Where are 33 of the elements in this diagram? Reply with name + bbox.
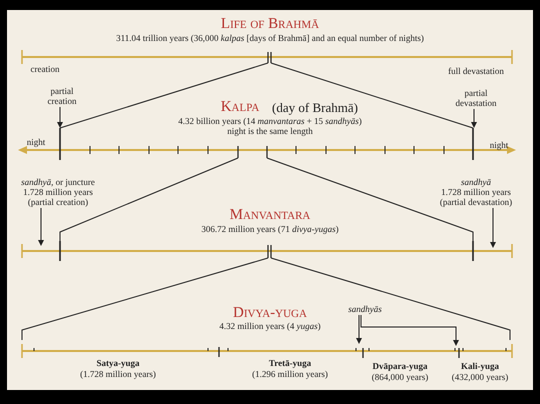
yuga-name: Satya-yuga (96, 358, 140, 368)
duration-text: 306.72 million years (71 divya-yugas) (201, 224, 339, 234)
timeline-end-label: night (490, 140, 508, 150)
callout-text: partial devastation (446, 88, 506, 108)
timeline-end-label: full devastation (448, 66, 504, 76)
timeline-end-label: creation (30, 64, 60, 74)
yuga-name: Tretā-yuga (268, 358, 312, 368)
note-text: night is the same length (227, 126, 313, 136)
duration-text: 4.32 billion years (14 manvantaras + 15 sandhyās) (178, 116, 362, 126)
callout-text: sandhyā 1.728 million years (partial devastation) (433, 177, 519, 207)
section-title: Manvantara (230, 207, 310, 223)
section-title: Divya-yuga (233, 305, 307, 321)
leader-arrow (471, 108, 477, 128)
yuga-duration: (1.296 million years) (252, 369, 328, 379)
callout-text: sandhyās (345, 304, 385, 314)
yuga-duration: (864,000 years) (372, 372, 428, 382)
section-subtitle: (day of Brahmā) (272, 101, 358, 115)
duration-text: 4.32 million years (4 yugas) (219, 321, 321, 331)
section-title: Life of Brahmā (220, 16, 320, 32)
yuga-name: Kali-yuga (461, 361, 499, 371)
leader-arrow (57, 106, 63, 128)
leader-arrow (360, 314, 459, 346)
leader-arrow (490, 208, 496, 248)
leader-arrow (38, 208, 44, 246)
callout-text: sandhyā, or juncture 1.728 million years (partial creation) (15, 177, 101, 207)
callout-text: partial creation (42, 86, 82, 106)
leader-arrow (356, 314, 362, 344)
duration-text: 311.04 trillion years (36,000 kalpas [days of Brahmā] and an equal number of nights) (116, 33, 424, 43)
timeline-end-label: night (26, 137, 46, 147)
yuga-name: Dvāpara-yuga (372, 361, 428, 371)
yuga-duration: (432,000 years) (452, 372, 508, 382)
yuga-duration: (1.728 million years) (80, 369, 156, 379)
section-title: Kalpa (220, 99, 260, 115)
